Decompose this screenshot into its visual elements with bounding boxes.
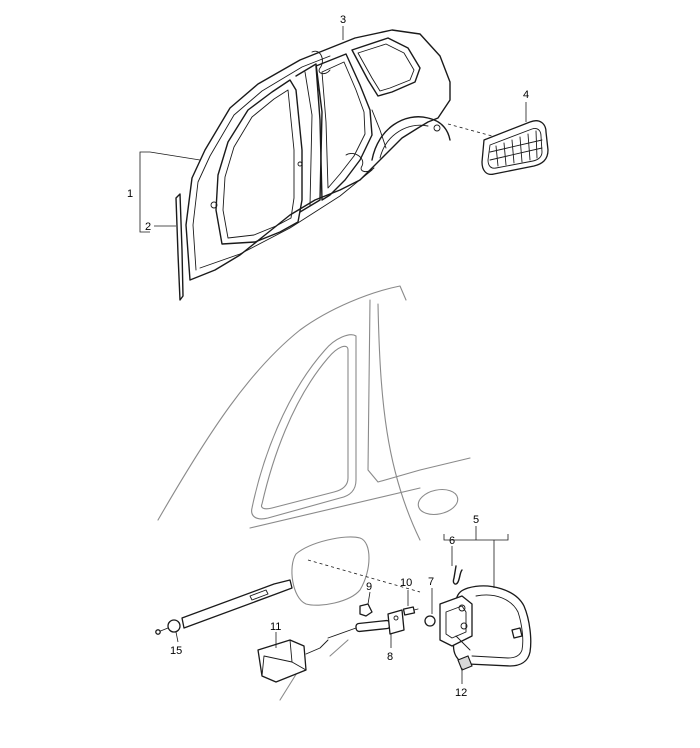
leader-lines <box>139 26 527 684</box>
callout-12: 12 <box>455 687 467 699</box>
callout-7: 7 <box>428 576 434 588</box>
bolt <box>402 606 419 616</box>
spring <box>452 565 463 585</box>
actuator-rod <box>327 609 405 639</box>
callout-11: 11 <box>270 621 281 633</box>
callout-labels: 1 2 3 4 5 6 7 8 9 10 11 12 15 <box>127 14 529 699</box>
clip <box>359 603 373 617</box>
callout-10: 10 <box>400 577 412 589</box>
callout-2: 2 <box>145 221 151 233</box>
callout-15: 15 <box>170 645 182 657</box>
actuator-motor <box>257 639 329 683</box>
callout-1: 1 <box>127 188 133 200</box>
cap <box>457 655 473 671</box>
callout-4: 4 <box>523 89 529 101</box>
side-panel <box>185 29 451 281</box>
release-cable <box>155 579 293 635</box>
vent-grille <box>447 120 549 176</box>
reinforcement-strip <box>175 193 184 301</box>
callout-9: 9 <box>366 581 372 593</box>
callout-6: 6 <box>449 535 455 547</box>
callout-3: 3 <box>340 14 346 26</box>
fuel-flap-assembly <box>439 585 532 667</box>
callout-8: 8 <box>387 651 393 663</box>
vehicle-outline <box>157 285 471 701</box>
callout-5: 5 <box>473 514 479 526</box>
stop-buffer <box>424 615 436 627</box>
